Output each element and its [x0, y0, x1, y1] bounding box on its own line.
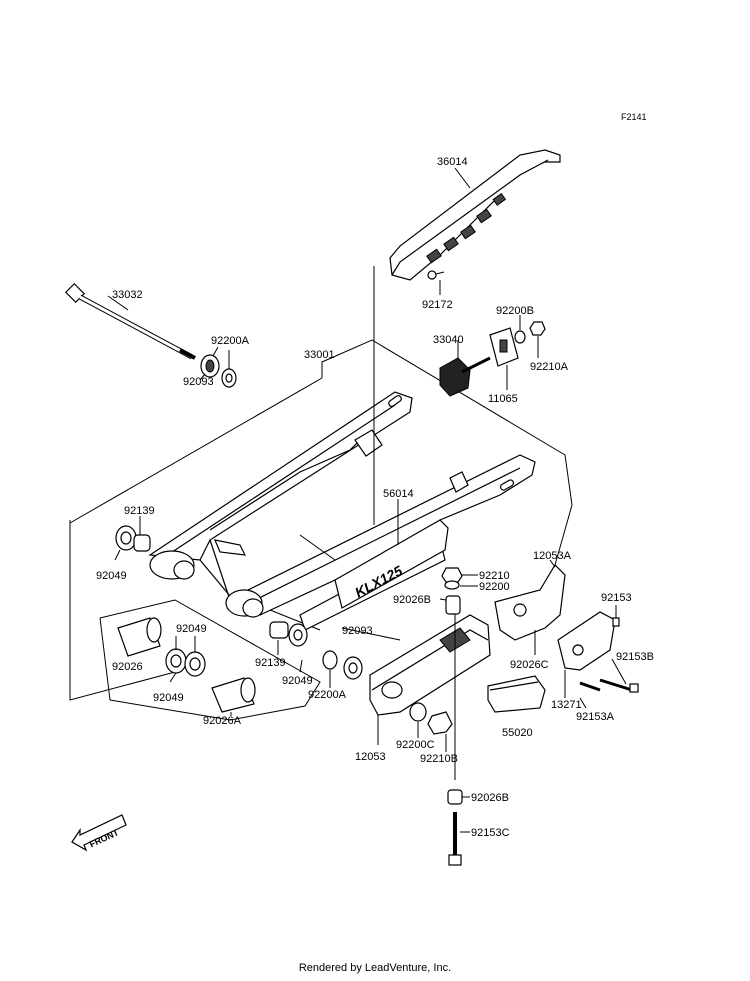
collar-92093-mid[interactable] [343, 656, 363, 680]
collar-92093-top[interactable] [200, 354, 220, 378]
label-55020: 55020 [502, 727, 533, 739]
label-92026A: 92026A [203, 715, 242, 727]
label-92026B-mid: 92026B [393, 594, 431, 606]
label-92026C: 92026C [510, 659, 549, 671]
bolt-92153A[interactable] [579, 681, 601, 692]
collar-92026[interactable] [117, 617, 162, 657]
label-12053A: 12053A [533, 550, 572, 562]
washer-92200A-top[interactable] [221, 368, 237, 388]
bolt-92153[interactable] [612, 617, 620, 627]
collar-92026A[interactable] [211, 677, 256, 713]
label-92200A-mid: 92200A [308, 689, 347, 701]
swingarm-axle-33032[interactable] [64, 282, 196, 360]
washer-92200C[interactable] [409, 702, 427, 722]
chain-guide-36014[interactable] [389, 149, 561, 281]
sleeve-92139-mid[interactable] [269, 621, 289, 639]
washer-92200A-mid[interactable] [322, 650, 338, 670]
render-credit: Rendered by LeadVenture, Inc. [298, 962, 452, 974]
sleeve-92139-left[interactable] [133, 534, 151, 552]
bolt-92153C[interactable] [448, 812, 462, 866]
collar-92026B-mid[interactable] [445, 595, 461, 615]
label-92200: 92200 [479, 581, 510, 593]
front-arrow-icon: FRONT [71, 814, 127, 852]
label-92049-c: 92049 [282, 675, 313, 687]
label-92210A: 92210A [530, 361, 569, 373]
collar-92026B-bottom[interactable] [447, 789, 463, 805]
label-92210B: 92210B [420, 753, 458, 765]
bearing-92049-c[interactable] [288, 623, 308, 647]
label-92210: 92210 [479, 570, 510, 582]
nut-92210[interactable] [441, 567, 463, 583]
label-92093-mid: 92093 [342, 625, 373, 637]
label-33040: 33040 [433, 334, 464, 346]
label-92093-top: 92093 [183, 376, 214, 388]
label-92200A-top: 92200A [211, 335, 250, 347]
bracket-12053A[interactable] [494, 564, 566, 641]
nut-92210A[interactable] [529, 321, 546, 336]
label-92026B-bottom: 92026B [471, 792, 509, 804]
chain-slider-12053[interactable] [369, 614, 491, 716]
label-36014: 36014 [437, 156, 468, 168]
label-92026: 92026 [112, 661, 143, 673]
label-33032: 33032 [112, 289, 143, 301]
label-92172: 92172 [422, 299, 453, 311]
label-92049-left: 92049 [96, 570, 127, 582]
label-92200B: 92200B [496, 305, 534, 317]
bracket-13271[interactable] [557, 611, 616, 671]
bolt-92172[interactable] [427, 270, 445, 280]
label-11065: 11065 [488, 393, 518, 405]
label-12053: 12053 [355, 751, 386, 763]
label-33001: 33001 [304, 349, 335, 361]
label-92049-a: 92049 [176, 623, 207, 635]
diagram-code: F2141 [621, 112, 647, 122]
label-92153C: 92153C [471, 827, 510, 839]
block-11065[interactable] [489, 327, 519, 367]
nut-92210B[interactable] [427, 711, 453, 735]
label-92153A: 92153A [576, 711, 615, 723]
label-56014: 56014 [383, 488, 414, 500]
pivot-exploded-box [99, 599, 321, 721]
label-92139-left: 92139 [124, 505, 155, 517]
label-92139-mid: 92139 [255, 657, 286, 669]
washer-92200B[interactable] [514, 330, 526, 344]
chain-adjuster-33040[interactable] [439, 356, 491, 397]
washer-92200[interactable] [444, 580, 460, 590]
label-92200C: 92200C [396, 739, 435, 751]
label-92153: 92153 [601, 592, 632, 604]
bearing-92049-b[interactable] [184, 651, 206, 677]
bolt-92153B[interactable] [599, 678, 639, 693]
bearing-92049-a[interactable] [165, 648, 187, 674]
label-92153B: 92153B [616, 651, 654, 663]
label-92049-b: 92049 [153, 692, 184, 704]
guard-55020[interactable] [487, 675, 546, 713]
label-13271: 13271 [551, 699, 582, 711]
bearing-92049-left[interactable] [115, 525, 137, 551]
